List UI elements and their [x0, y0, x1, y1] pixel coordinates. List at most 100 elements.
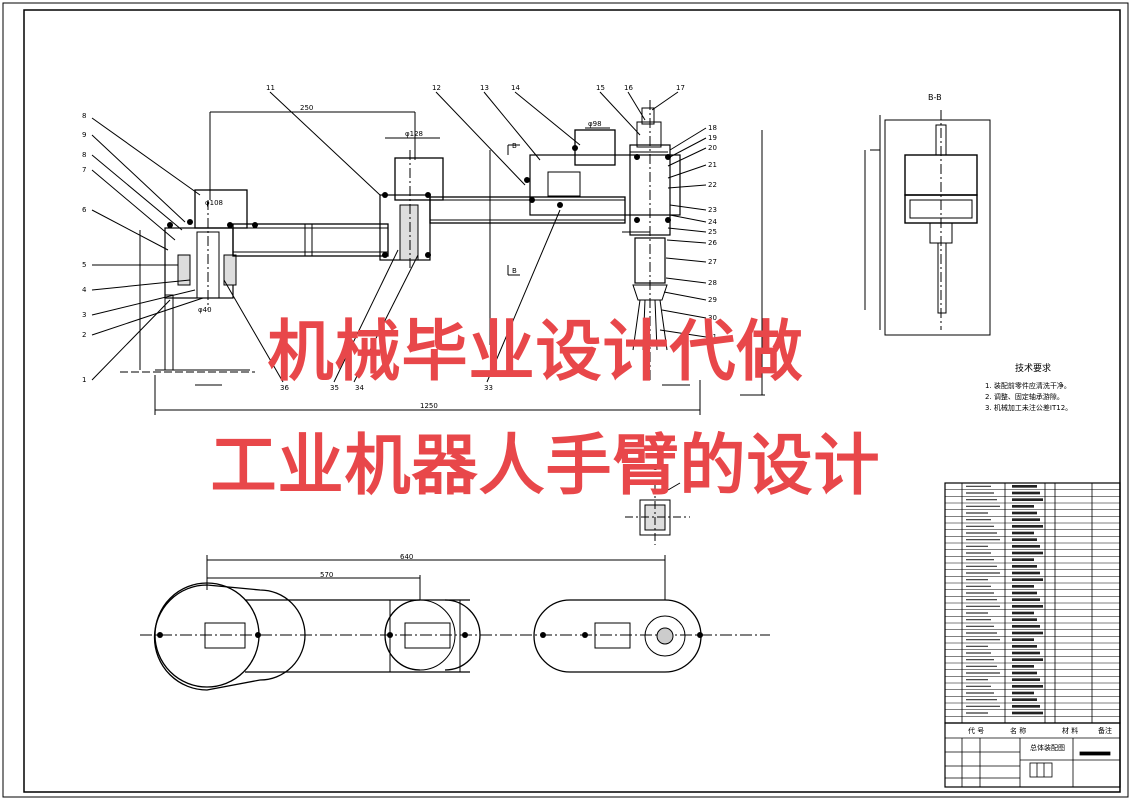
svg-text:13: 13: [480, 84, 489, 92]
svg-text:7: 7: [82, 166, 86, 174]
parts-list-redacted-name: [1012, 705, 1040, 708]
parts-list-redacted-name: [1012, 565, 1037, 568]
assembly-title: 总体装配图: [1030, 743, 1065, 752]
parts-list-redacted-name: [1012, 651, 1040, 655]
svg-text:29: 29: [708, 296, 717, 304]
b-label-bottom: B: [512, 267, 517, 275]
parts-list-redacted-name: [1012, 711, 1043, 715]
svg-text:23: 23: [708, 206, 717, 214]
svg-text:4: 4: [82, 286, 87, 294]
dim-1250: 1250: [420, 402, 438, 410]
parts-list-redacted-name: [1012, 518, 1040, 521]
parts-list-redacted-name: [1012, 571, 1040, 575]
col-material-header: 材 料: [1062, 726, 1078, 735]
parts-list-redacted-name: [1012, 525, 1043, 528]
parts-list-redacted-name: [1012, 545, 1040, 548]
section-bb-label: B-B: [928, 93, 942, 102]
parts-list-redacted-name: [1012, 665, 1034, 668]
parts-list-redacted-name: [1012, 538, 1037, 541]
view-c: [625, 482, 690, 545]
technical-note-2: 2. 调整、固定轴承游隙。: [985, 393, 1064, 401]
svg-text:22: 22: [708, 181, 717, 189]
svg-text:17: 17: [676, 84, 685, 92]
svg-text:33: 33: [484, 384, 493, 392]
parts-list-redacted-name: [1012, 611, 1034, 615]
parts-list-redacted-name: [1012, 631, 1043, 635]
svg-text:35: 35: [330, 384, 339, 392]
section-bb-view: [864, 110, 991, 336]
drawing-labels: 250 φ128 φ108 φ98 φ40 1250 640 570 B B B…: [82, 84, 942, 579]
top-view: [140, 555, 770, 691]
svg-text:19: 19: [708, 134, 717, 142]
svg-text:34: 34: [355, 384, 364, 392]
parts-list-redacted-name: [1012, 645, 1037, 648]
technical-notes: 技术要求 1. 装配前零件应清洗干净。 2. 调整、固定轴承游隙。 3. 机械加…: [985, 364, 1072, 414]
front-view: [91, 91, 765, 415]
svg-text:8: 8: [82, 151, 86, 159]
parts-list-redacted-name: [1012, 505, 1034, 508]
svg-text:8: 8: [82, 112, 86, 120]
parts-list-redacted-name: [1012, 551, 1043, 555]
dim-640: 640: [400, 553, 413, 561]
svg-text:14: 14: [511, 84, 520, 92]
parts-list-redacted-name: [1012, 531, 1034, 535]
parts-list-redacted-name: [1012, 618, 1037, 621]
dim-phi128: φ128: [405, 130, 423, 138]
parts-list-redacted-name: [1012, 671, 1037, 675]
dim-phi98: φ98: [588, 120, 602, 128]
technical-note-3: 3. 机械加工未注公差IT12。: [985, 404, 1073, 412]
title-block-text: 代 号 名 称 材 料 备注 总体装配图: [968, 726, 1112, 752]
svg-text:3: 3: [82, 311, 86, 319]
col-note-header: 备注: [1098, 726, 1112, 735]
parts-list-redacted-name: [1012, 678, 1040, 681]
svg-text:16: 16: [624, 84, 633, 92]
parts-list-redacted-name: [1012, 691, 1034, 695]
parts-list-redacted-name: [1012, 591, 1037, 595]
parts-list-redacted-name: [1012, 685, 1043, 688]
parts-list-redacted-name: [1012, 485, 1037, 488]
svg-text:21: 21: [708, 161, 717, 169]
svg-text:9: 9: [82, 131, 86, 139]
col-name-header: 名 称: [1010, 726, 1026, 735]
svg-text:25: 25: [708, 228, 717, 236]
svg-text:2: 2: [82, 331, 86, 339]
b-label-top: B: [512, 142, 517, 150]
svg-text:11: 11: [266, 84, 275, 92]
svg-text:5: 5: [82, 261, 86, 269]
svg-text:6: 6: [82, 206, 87, 214]
svg-text:31: 31: [708, 333, 717, 341]
parts-list-redacted-name: [1012, 585, 1034, 588]
parts-list-redacted-name: [1012, 578, 1043, 581]
watermark-line-2: 工业机器人手臂的设计: [210, 427, 881, 504]
svg-text:26: 26: [708, 239, 717, 247]
parts-list-redacted-name: [1012, 491, 1040, 495]
parts-list-redacted-name: [1012, 598, 1040, 601]
view-c-label: C: [652, 463, 658, 472]
svg-text:18: 18: [708, 124, 717, 132]
inner-frame: [23, 9, 1121, 793]
dim-570: 570: [320, 571, 333, 579]
svg-text:15: 15: [596, 84, 605, 92]
parts-list-redacted-name: [1012, 658, 1043, 661]
svg-text:20: 20: [708, 144, 717, 152]
svg-text:24: 24: [708, 218, 717, 226]
parts-list-redacted-name: [1012, 498, 1043, 501]
technical-note-1: 1. 装配前零件应清洗干净。: [985, 382, 1071, 390]
svg-text:36: 36: [280, 384, 289, 392]
parts-list-redacted-name: [1012, 511, 1037, 515]
parts-list-rows: [945, 485, 1120, 717]
dim-250: 250: [300, 104, 313, 112]
svg-text:1: 1: [82, 376, 86, 384]
svg-text:30: 30: [708, 314, 717, 322]
parts-list-redacted-name: [1012, 698, 1037, 701]
svg-text:12: 12: [432, 84, 441, 92]
technical-notes-title: 技术要求: [1015, 364, 1052, 374]
parts-list-redacted-name: [1012, 558, 1034, 561]
parts-list-redacted-name: [1012, 638, 1034, 641]
dim-phi40: φ40: [198, 306, 212, 314]
parts-list-redacted-name: [1012, 625, 1040, 628]
parts-list-redacted-name: [1012, 605, 1043, 608]
svg-text:27: 27: [708, 258, 717, 266]
